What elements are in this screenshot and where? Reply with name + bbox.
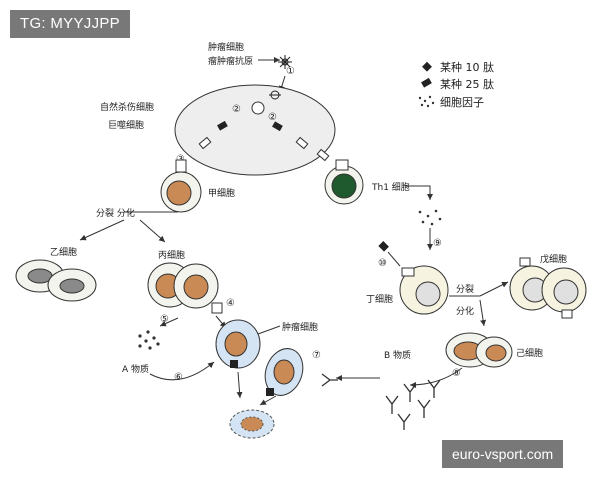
- th1-receptor: [335, 159, 349, 171]
- label-substance-b: B 物质: [384, 349, 411, 361]
- cell-wu-nucleus: [553, 279, 579, 305]
- cell-bing-nucleus: [183, 274, 209, 300]
- label-tumor-antigen: 瘤肿瘤抗原: [208, 55, 253, 67]
- step-8: ⑧: [452, 368, 461, 379]
- label-differentiate-left: 分裂 分化: [96, 207, 135, 219]
- cell-ji-nucleus: [485, 344, 507, 362]
- vesicle-icon: [251, 101, 265, 115]
- peptide-25-icon: [217, 120, 228, 131]
- step-9: ⑨: [433, 238, 442, 249]
- cell-jia-nucleus: [166, 180, 192, 206]
- lysed-nucleus: [240, 416, 264, 432]
- watermark-bottom: euro-vsport.com: [442, 440, 564, 468]
- cell-wu-receptor: [519, 257, 531, 267]
- label-cell-ding: 丁细胞: [366, 293, 393, 305]
- dots-cytokine-icon: [418, 95, 435, 108]
- label-cell-ji: 己细胞: [516, 347, 543, 359]
- step-10: ⑩: [378, 258, 387, 269]
- step-4: ④: [226, 298, 235, 309]
- label-nk-cell: 自然杀伤细胞: [100, 101, 154, 113]
- peptide-25-icon: [272, 121, 283, 132]
- blue-cell-marker: [230, 360, 238, 368]
- step-6: ⑥: [174, 372, 183, 383]
- substance-a-dots-icon: [138, 330, 160, 350]
- step-7: ⑦: [312, 350, 321, 361]
- filled-peptide-icon: [421, 77, 432, 88]
- step-1: ①: [286, 66, 295, 77]
- label-th1: Th1 细胞: [371, 181, 410, 193]
- cell-yi-nucleus: [59, 278, 85, 294]
- peptide-10-icon: [378, 241, 389, 252]
- label-cell-bing: 丙细胞: [158, 249, 185, 261]
- cytokine-dots-icon: [418, 209, 442, 226]
- label-differentiate-right-2: 分化: [456, 305, 474, 317]
- label-cell-jia: 甲细胞: [208, 187, 235, 199]
- antibody-icons: [321, 373, 441, 430]
- label-substance-a: A 物质: [122, 363, 149, 375]
- label-tumor-cell: 肿瘤细胞: [208, 41, 244, 53]
- cell-ding-receptor: [401, 267, 415, 277]
- label-cell-wu: 戊细胞: [540, 253, 567, 265]
- cell-bing-receptor: [211, 302, 223, 314]
- legend-item-10: 某种 10 肽: [440, 60, 494, 74]
- diamond-peptide-icon: [422, 61, 432, 72]
- watermark-top: TG: MYYJJPP: [10, 10, 130, 38]
- blue-cell-nucleus: [224, 331, 248, 357]
- nk-macrophage-cell: [174, 84, 336, 176]
- legend-item-cytokine: 细胞因子: [440, 96, 484, 109]
- step-5: ⑤: [160, 314, 169, 325]
- antigen-star-icon: [278, 55, 292, 69]
- label-cell-yi: 乙细胞: [50, 246, 77, 258]
- cell-ding-nucleus: [415, 281, 441, 307]
- step-2a: ②: [232, 104, 241, 115]
- antigen-small-icon: [269, 90, 281, 100]
- cell-jia-receptor: [175, 159, 187, 173]
- step-2b: ②: [268, 112, 277, 123]
- label-macrophage: 巨噬细胞: [108, 119, 144, 131]
- legend: 某种 10 肽 某种 25 肽 细胞因子: [418, 60, 494, 109]
- th1-nucleus: [331, 173, 357, 199]
- cell-wu-receptor: [561, 309, 573, 319]
- label-tumor-cell-lower: 肿瘤细胞: [282, 321, 318, 333]
- legend-item-25: 某种 25 肽: [440, 77, 494, 91]
- blue-cell-nucleus: [273, 359, 295, 385]
- label-differentiate-right-1: 分裂: [456, 284, 474, 295]
- mhc-receptor-icon: [198, 136, 330, 162]
- blue-cell-marker: [266, 388, 274, 396]
